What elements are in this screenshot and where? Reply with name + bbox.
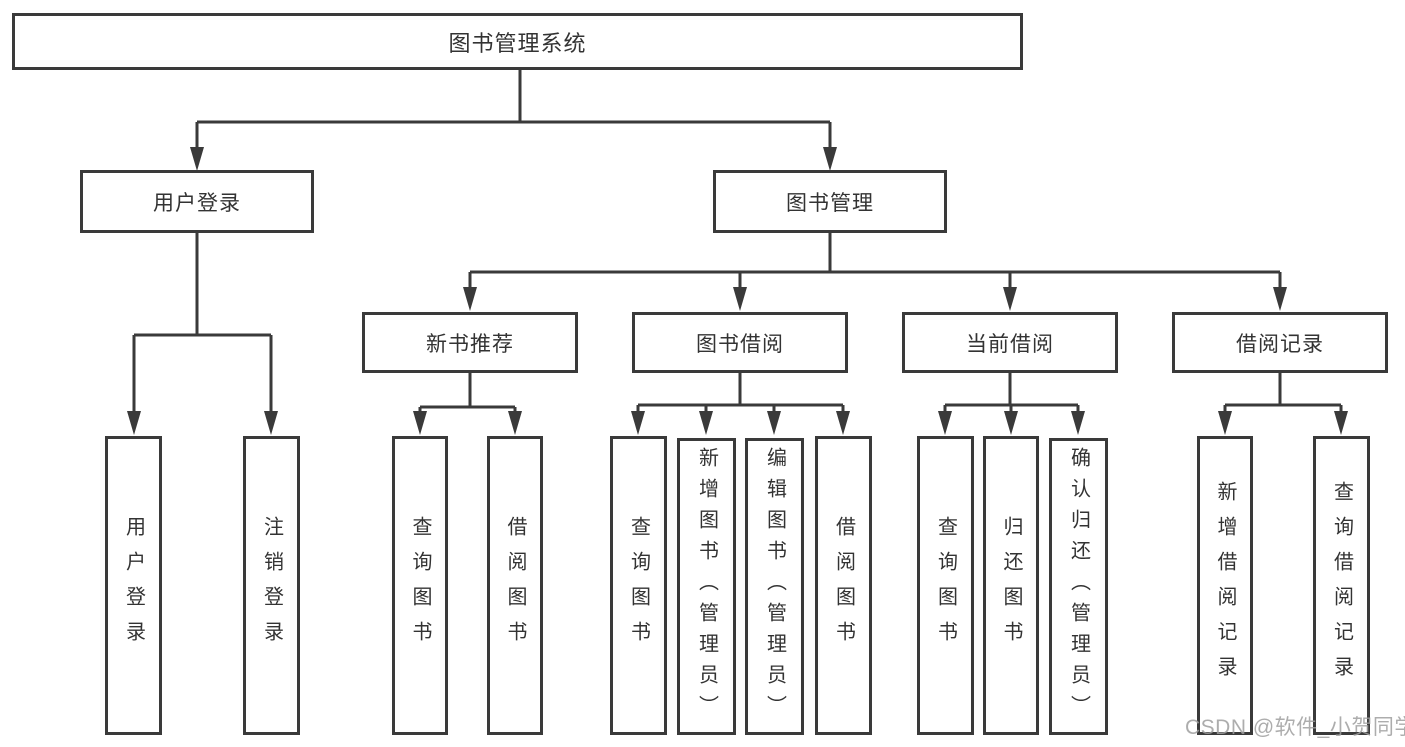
- node-label: 新书推荐: [426, 332, 514, 356]
- node-library-management-system: 图书管理系统: [12, 13, 1023, 70]
- leaf-label: 借阅图书: [832, 515, 855, 656]
- leaf-label: 归还图书: [1000, 515, 1022, 656]
- node-book-borrowing: 图书借阅: [632, 312, 848, 373]
- leaf-query-books-borrowing: 查询图书: [610, 436, 667, 735]
- node-label: 图书借阅: [696, 332, 784, 356]
- node-new-book-recommendation: 新书推荐: [362, 312, 578, 373]
- leaf-add-borrow-record: 新增借阅记录: [1197, 436, 1253, 735]
- leaf-label: 查询图书: [409, 515, 431, 656]
- leaf-query-borrow-record: 查询借阅记录: [1313, 436, 1370, 735]
- node-book-management: 图书管理: [713, 170, 947, 233]
- node-user-login: 用户登录: [80, 170, 314, 233]
- leaf-label: 编辑图书（管理员）: [763, 447, 786, 726]
- leaf-label: 查询图书: [934, 515, 957, 656]
- leaf-label: 借阅图书: [504, 515, 526, 656]
- leaf-query-books-current: 查询图书: [917, 436, 974, 735]
- leaf-label: 查询借阅记录: [1330, 480, 1353, 691]
- leaf-edit-books-admin: 编辑图书（管理员）: [745, 438, 804, 735]
- leaf-label: 新增图书（管理员）: [695, 447, 718, 726]
- leaf-borrow-books-recommend: 借阅图书: [487, 436, 543, 735]
- node-current-borrowing: 当前借阅: [902, 312, 1118, 373]
- node-label: 当前借阅: [966, 332, 1054, 356]
- leaf-user-login: 用户登录: [105, 436, 162, 735]
- leaf-borrow-books-borrowing: 借阅图书: [815, 436, 872, 735]
- leaf-return-books: 归还图书: [983, 436, 1039, 735]
- node-label: 图书管理系统: [448, 30, 587, 56]
- node-borrowing-records: 借阅记录: [1172, 312, 1388, 373]
- node-label: 借阅记录: [1236, 332, 1324, 356]
- leaf-label: 确认归还（管理员）: [1067, 447, 1090, 726]
- leaf-label: 用户登录: [122, 515, 145, 656]
- leaf-label: 查询图书: [627, 515, 650, 656]
- leaf-query-books-recommend: 查询图书: [392, 436, 448, 735]
- leaf-label: 新增借阅记录: [1214, 480, 1236, 691]
- leaf-logout: 注销登录: [243, 436, 300, 735]
- node-label: 图书管理: [786, 191, 874, 215]
- leaf-add-books-admin: 新增图书（管理员）: [677, 438, 736, 735]
- node-label: 用户登录: [153, 191, 241, 215]
- watermark-text: CSDN @软件_小贺同学: [1185, 716, 1405, 739]
- leaf-confirm-return-admin: 确认归还（管理员）: [1049, 438, 1108, 735]
- leaf-label: 注销登录: [260, 515, 283, 656]
